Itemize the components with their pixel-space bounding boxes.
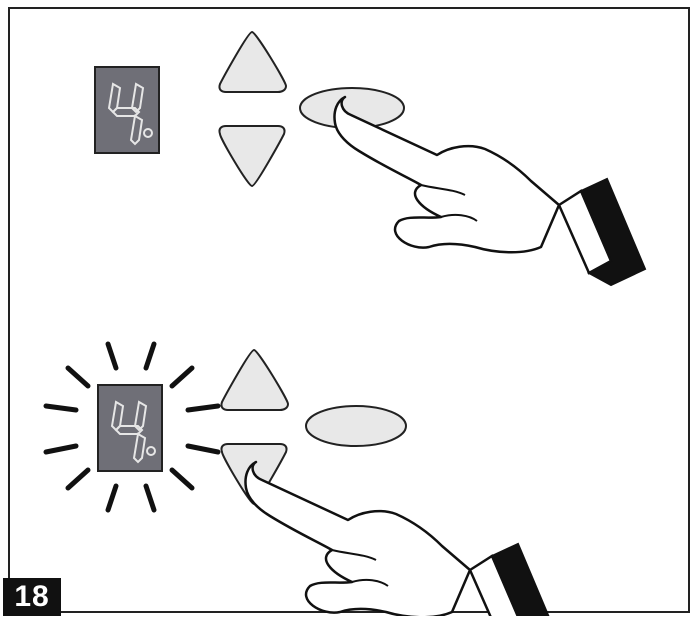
seven-segment-display-icon [95,67,159,153]
pointing-hand-icon [245,462,556,616]
seven-segment-display-icon [98,385,162,471]
oval-button-icon[interactable] [306,406,406,446]
up-arrow-icon[interactable] [219,32,286,92]
down-arrow-icon[interactable] [219,126,284,186]
up-arrow-icon[interactable] [221,350,288,410]
figure-number-badge: 18 [3,578,61,616]
panel-2 [46,344,556,616]
panel-1 [95,32,645,285]
